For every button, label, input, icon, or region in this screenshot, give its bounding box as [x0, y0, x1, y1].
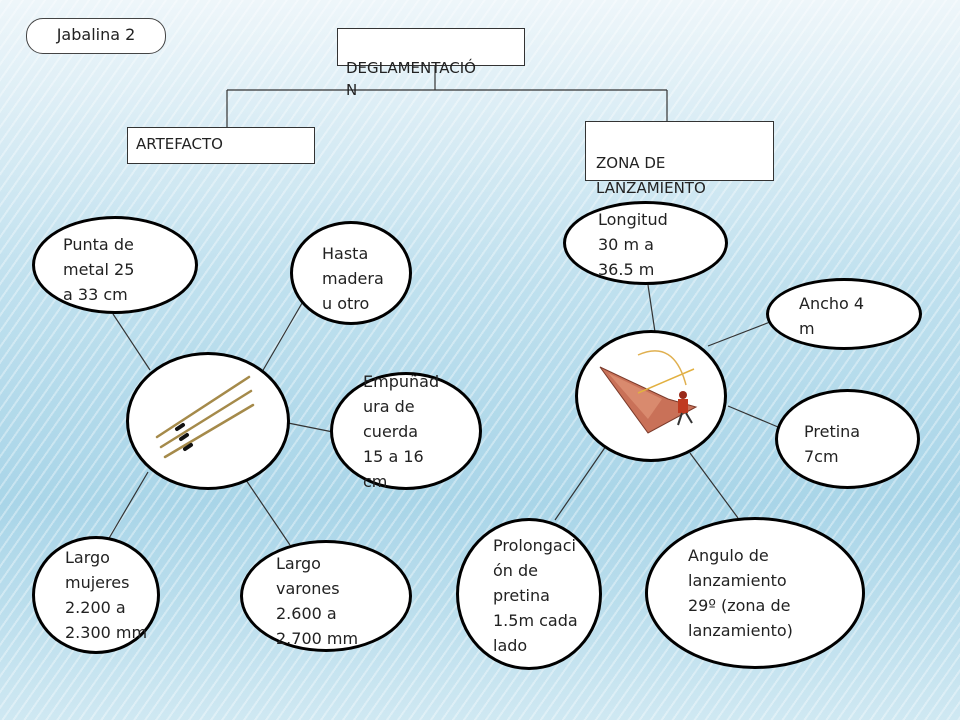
largo-varones-node: Largo varones 2.600 a 2.700 mm [240, 540, 412, 652]
punta-node: Punta de metal 25 a 33 cm [32, 216, 198, 314]
punta-text: Punta de metal 25 a 33 cm [63, 235, 135, 304]
largo-mujeres-node: Largo mujeres 2.200 a 2.300 mm [32, 536, 160, 654]
longitud-text: Longitud 30 m a 36.5 m [598, 210, 668, 279]
title-tag: Jabalina 2 [26, 18, 166, 54]
artefacto-label: ARTEFACTO [136, 135, 223, 153]
artefacto-box: ARTEFACTO [127, 127, 315, 164]
ancho-text: Ancho 4 m [799, 294, 865, 338]
largo-varones-text: Largo varones 2.600 a 2.700 mm [276, 554, 359, 648]
pretina-node: Pretina 7cm [775, 389, 920, 489]
root-box: DEGLAMENTACIÓ N [337, 28, 525, 99]
ancho-node: Ancho 4 m [766, 278, 922, 350]
empunadura-node: Empuñad ura de cuerda 15 a 16 cm [330, 372, 482, 491]
root-label: DEGLAMENTACIÓ N [346, 59, 476, 99]
javelin-icon [155, 375, 255, 459]
longitud-node: Longitud 30 m a 36.5 m [563, 201, 728, 285]
empunadura-text: Empuñad ura de cuerda 15 a 16 cm [363, 372, 440, 491]
prolongacion-node: Prolongaci ón de pretina 1.5m cada lado [456, 518, 602, 670]
angulo-node: Angulo de lanzamiento 29º (zona de lanza… [645, 517, 865, 669]
prolongacion-text: Prolongaci ón de pretina 1.5m cada lado [493, 536, 578, 655]
hasta-text: Hasta madera u otro [322, 244, 384, 313]
throwing-zone-icon [599, 350, 698, 434]
hasta-node: Hasta madera u otro [290, 221, 412, 325]
zona-box: ZONA DE LANZAMIENTO [585, 121, 774, 197]
largo-mujeres-text: Largo mujeres 2.200 a 2.300 mm [65, 548, 148, 642]
javelin-hub [126, 352, 290, 490]
angulo-text: Angulo de lanzamiento 29º (zona de lanza… [688, 546, 793, 640]
pretina-text: Pretina 7cm [804, 422, 861, 466]
zona-hub [575, 330, 727, 462]
zona-label: ZONA DE LANZAMIENTO [596, 154, 706, 197]
